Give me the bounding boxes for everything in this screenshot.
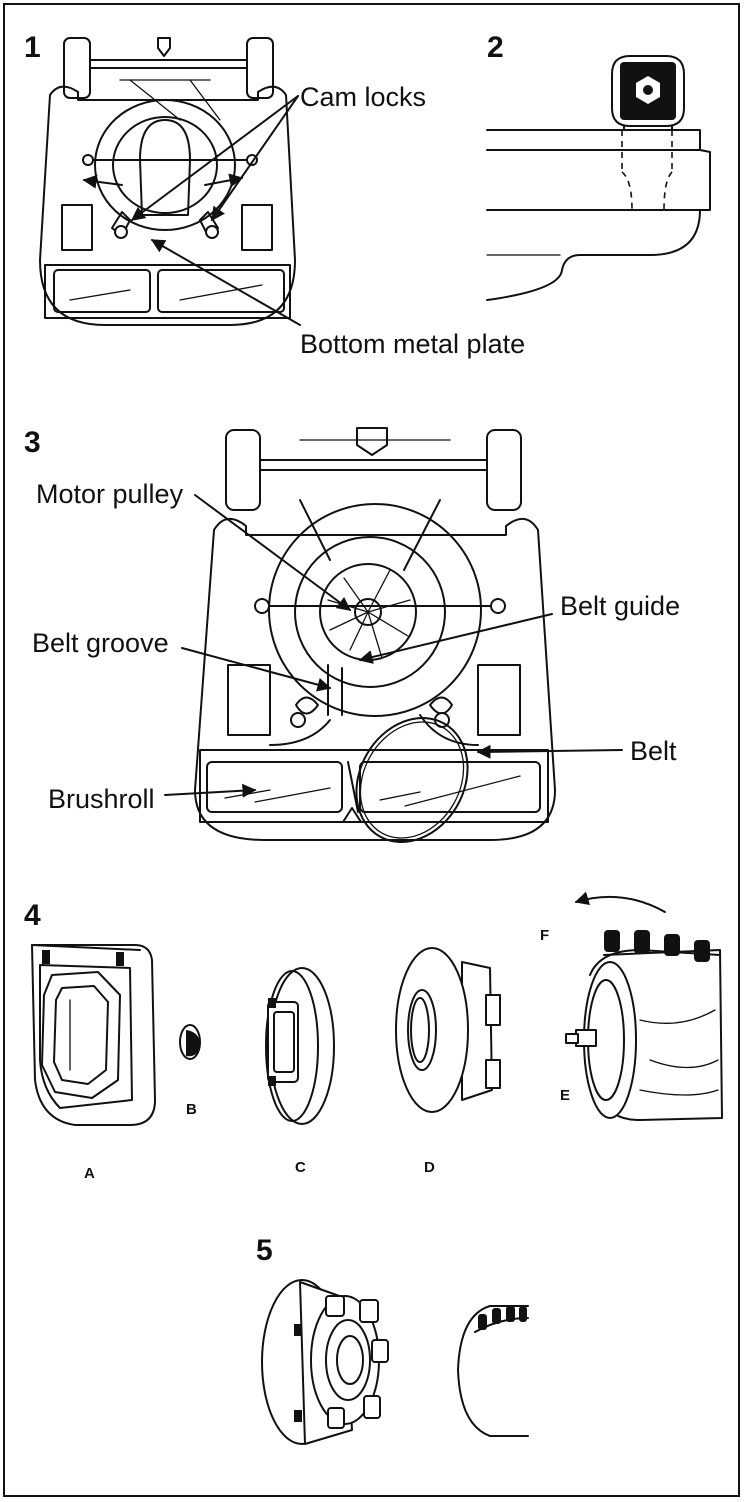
part-c-disc [265,967,335,1125]
brushroll-end-partial [457,1305,529,1437]
page-frame [3,3,740,1497]
step-4-figure: 4 [24,891,723,1182]
step-1-number: 1 [24,31,41,64]
label-cam-locks: Cam locks [300,82,426,112]
step-3-number: 3 [24,426,41,459]
label-brushroll: Brushroll [48,784,155,814]
letter-f: F [540,927,549,944]
label-belt-guide: Belt guide [560,591,680,621]
assembled-end-cap [261,1279,389,1445]
letter-b: B [186,1101,197,1118]
step-4-number: 4 [24,899,41,932]
letter-e: E [560,1087,570,1104]
step-2-number: 2 [487,31,504,64]
step-3-figure: 3 [24,426,680,844]
vacuum-body-1 [39,85,296,326]
part-b-nut [179,1024,201,1060]
part-e-brushroll-end [565,930,723,1121]
label-belt-groove: Belt groove [32,628,169,658]
step-5-figure: 5 [256,1234,529,1445]
wheel-left [63,37,91,99]
step-1-figure: 1 Cam locks [24,31,525,359]
rotation-arrow-icon [574,891,666,913]
letter-d: D [424,1159,435,1176]
letter-a: A [84,1165,95,1182]
part-d-housing [395,947,501,1113]
wheel-right [246,37,274,99]
belt [355,716,469,844]
step-2-figure: 2 [486,31,711,301]
label-motor-pulley: Motor pulley [36,479,184,509]
label-belt: Belt [630,736,677,766]
letter-c: C [295,1159,306,1176]
part-a-end-cap [31,944,156,1126]
label-bottom-metal-plate: Bottom metal plate [300,329,525,359]
step-5-number: 5 [256,1234,273,1267]
vacuum-body-3 [194,518,556,841]
